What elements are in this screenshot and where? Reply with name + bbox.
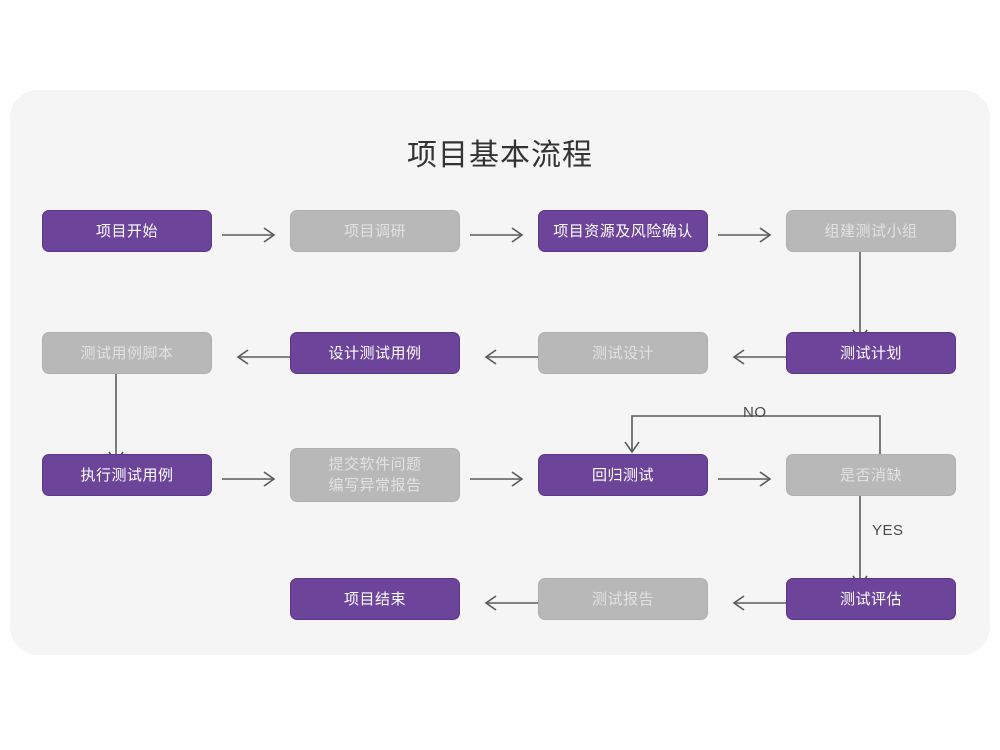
arrow-n11-to-n12 [718,471,772,487]
node-design-test-case[interactable]: 设计测试用例 [290,332,460,374]
arrow-n10-to-n11 [470,471,524,487]
arrow-n15-to-n14 [732,595,786,611]
node-project-start[interactable]: 项目开始 [42,210,212,252]
node-test-report[interactable]: 测试报告 [538,578,708,620]
node-project-end[interactable]: 项目结束 [290,578,460,620]
node-defect-resolved-decision[interactable]: 是否消缺 [786,454,956,496]
node-test-case-script[interactable]: 测试用例脚本 [42,332,212,374]
arrow-n1-to-n2 [222,227,276,243]
arrow-n8-to-n7 [732,349,786,365]
page-title: 项目基本流程 [407,138,593,173]
arrow-n6-to-n5 [236,349,290,365]
node-test-plan[interactable]: 测试计划 [786,332,956,374]
node-resource-risk-confirm[interactable]: 项目资源及风险确认 [538,210,708,252]
edge-label-no: NO [743,404,767,421]
node-submit-defect-report[interactable]: 提交软件问题 编写异常报告 [290,448,460,502]
arrow-n5-to-n9 [108,374,124,464]
edge-label-yes: YES [872,522,904,539]
arrow-n4-to-n8 [852,252,868,342]
node-regression-test[interactable]: 回归测试 [538,454,708,496]
node-test-evaluation[interactable]: 测试评估 [786,578,956,620]
arrow-n14-to-n13 [484,595,538,611]
node-project-research[interactable]: 项目调研 [290,210,460,252]
arrow-n2-to-n3 [470,227,524,243]
node-form-test-team[interactable]: 组建测试小组 [786,210,956,252]
arrow-n3-to-n4 [718,227,772,243]
flowchart-card: 项目基本流程 [10,90,990,655]
node-execute-test-case[interactable]: 执行测试用例 [42,454,212,496]
arrow-yes-n12-to-n15 [852,496,868,588]
node-test-design[interactable]: 测试设计 [538,332,708,374]
arrow-n9-to-n10 [222,471,276,487]
arrow-n7-to-n6 [484,349,538,365]
